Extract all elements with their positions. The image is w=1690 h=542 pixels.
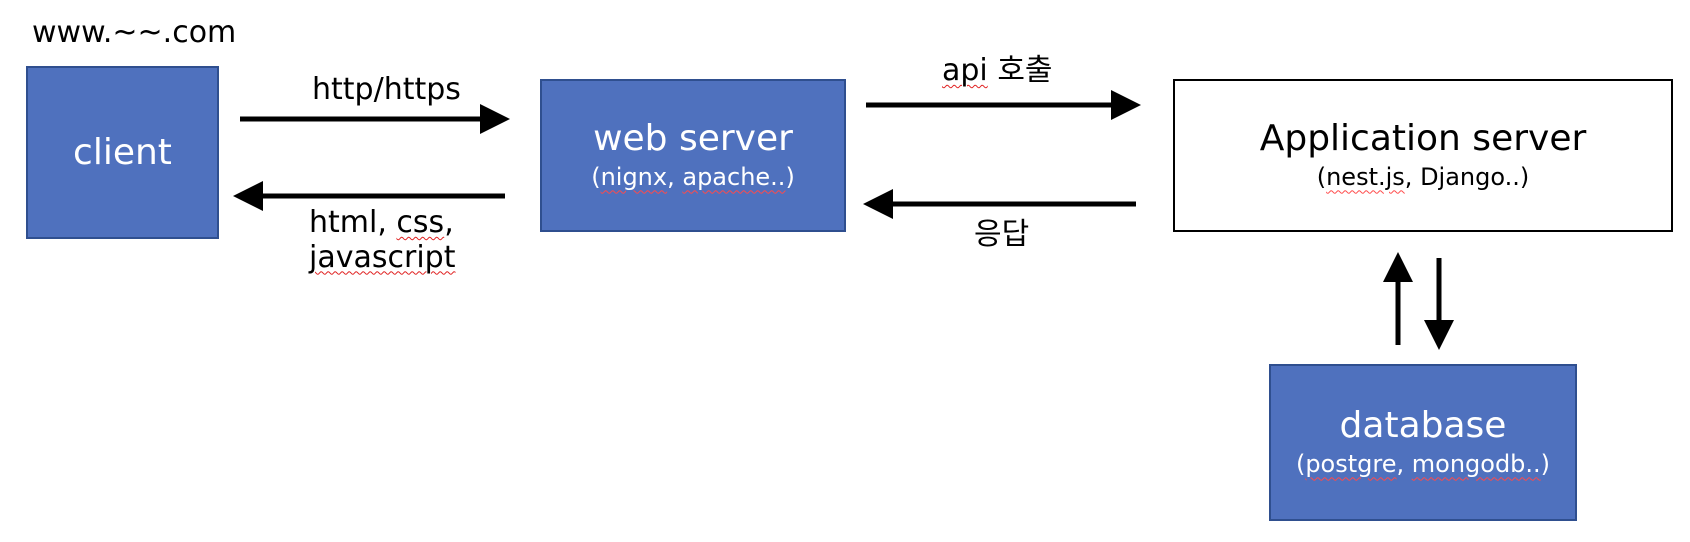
database-node: database (postgre, mongodb..) — [1269, 364, 1577, 521]
application-server-node: Application server (nest.js, Django..) — [1173, 79, 1673, 232]
response-label-css: css — [396, 205, 445, 240]
database-example-1: postgre — [1305, 450, 1397, 479]
database-example-2: mongodb.. — [1411, 450, 1541, 479]
response-label-javascript: javascript — [309, 239, 456, 275]
web-server-example-1: nignx — [600, 163, 668, 192]
application-server-example-1: nest.js — [1326, 163, 1405, 192]
response-label-html: html, — [309, 205, 387, 240]
request-label: http/https — [312, 72, 461, 107]
web-server-node: web server (nignx, apache..) — [540, 79, 846, 232]
application-server-node-subtitle: (nest.js, Django..) — [1316, 163, 1530, 192]
application-server-node-title: Application server — [1259, 117, 1587, 159]
web-server-node-subtitle: (nignx, apache..) — [591, 163, 795, 192]
api-call-label-api: api — [942, 53, 988, 88]
client-node: client — [26, 66, 219, 239]
api-call-label: api 호출 — [942, 53, 1053, 89]
web-server-node-title: web server — [593, 117, 793, 159]
client-node-title: client — [73, 131, 172, 173]
web-server-example-2: apache.. — [682, 163, 786, 192]
api-call-label-call: 호출 — [997, 53, 1053, 88]
database-node-subtitle: (postgre, mongodb..) — [1295, 450, 1551, 479]
url-label: www.~~.com — [32, 15, 237, 50]
database-node-title: database — [1339, 404, 1507, 446]
response-label-comma: , — [444, 205, 454, 240]
application-server-example-2: Django.. — [1420, 163, 1520, 192]
api-response-label: 응답 — [974, 217, 1030, 252]
response-label: html, css, javascript — [309, 205, 456, 275]
